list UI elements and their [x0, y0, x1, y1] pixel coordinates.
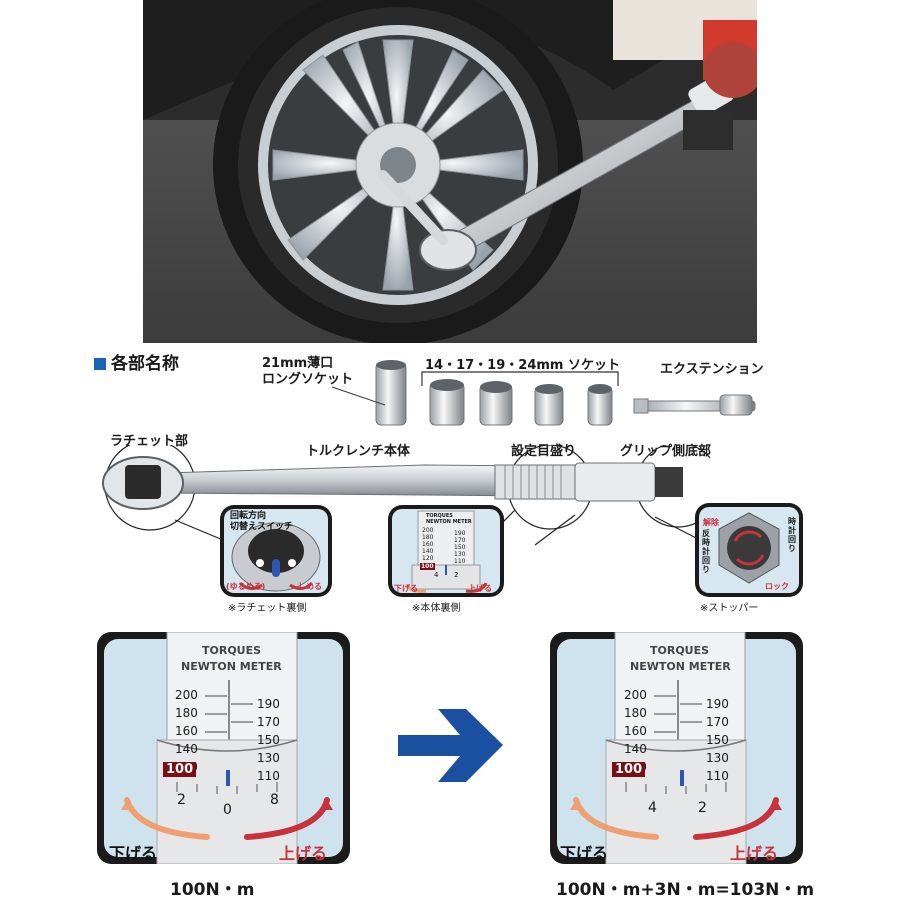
body-back-art	[392, 509, 500, 593]
label-sockets: 14・17・19・24mm ソケット	[425, 358, 620, 373]
label-body: トルクレンチ本体	[306, 444, 411, 459]
label-grip-bottom: グリップ側底部	[620, 444, 712, 459]
right-ticks-2: 190 170 150 130 110	[706, 697, 729, 783]
sockets-illustration	[375, 360, 756, 426]
body-back-brand: TORQUES NEWTON METER	[426, 513, 472, 525]
scale-art-2	[557, 632, 796, 864]
right-ticks-1: 190 170 150 130 110	[257, 697, 280, 783]
brand-1-line1: TORQUES	[202, 644, 262, 657]
down-label-2: 下げる	[560, 844, 609, 863]
dial-1-c: 8	[270, 792, 279, 808]
left-ticks-2: 200 180 160 140 120	[624, 688, 647, 774]
body-back-left-ticks: 200 180 160 140 120	[422, 527, 434, 562]
example-panel-1: TORQUES NEWTON METER 200 180 160 140 120…	[97, 632, 350, 864]
dial-2-a: 4	[648, 800, 657, 816]
stopper-lock: ロック	[765, 582, 789, 591]
body-back-right-ticks: 190 170 150 130 110	[454, 530, 466, 565]
switch-label: 回転方向 切替えスイッチ	[230, 511, 294, 532]
dial-2-b: 2	[698, 800, 707, 816]
body-back-set-value: 100	[420, 563, 435, 570]
ratchet-back-caption: ※ラチェット裏側	[228, 603, 307, 614]
section-title: 各部名称	[94, 349, 179, 374]
stopper-release: 解除	[703, 518, 719, 527]
down-label-1: 下げる	[109, 844, 158, 863]
up-label-2: 上げる	[730, 844, 779, 863]
label-extension: エクステンション	[660, 362, 764, 377]
label-21mm-socket: 21mm薄口 ロングソケット	[262, 356, 354, 387]
inset-ratchet-back: 回転方向 切替えスイッチ (ゆるめる) しめる	[220, 505, 332, 597]
sockets-bracket	[421, 371, 619, 386]
body-back-dial-1: 4	[434, 571, 439, 579]
stopper-caption: ※ストッパー	[700, 603, 759, 614]
dial-1-b: 0	[223, 802, 232, 818]
result-1: 100N・m	[170, 880, 255, 900]
body-back-caption: ※本体裏側	[412, 603, 461, 614]
stopper-cw: 時 計 回 り	[788, 517, 796, 553]
result-2: 100N・m+3N・m=103N・m	[556, 880, 815, 900]
square-bullet-icon	[94, 358, 106, 370]
ratchet-back-art	[224, 509, 328, 593]
pointer-line-socket21	[331, 386, 386, 406]
body-back-up: 上げる	[468, 584, 492, 593]
body-back-down: 下げる	[394, 584, 418, 593]
set-value-2: 100	[612, 762, 646, 777]
brand-2-line2: NEWTON METER	[630, 660, 731, 673]
inset-stopper: 解除 反 時 計 回 り 時 計 回 り ロック	[695, 503, 803, 597]
example-panel-2: TORQUES NEWTON METER 200 180 160 140 120…	[550, 632, 803, 864]
stopper-ccw: 反 時 計 回 り	[702, 529, 710, 574]
loosen-label: (ゆるめる)	[226, 582, 266, 591]
wheel-photo	[143, 0, 757, 343]
brand-2-line1: TORQUES	[650, 644, 710, 657]
up-label-1: 上げる	[279, 844, 328, 863]
stopper-art	[699, 507, 799, 593]
inset-body-back: TORQUES NEWTON METER 200 180 160 140 120…	[388, 505, 504, 597]
tighten-label: しめる	[298, 582, 322, 591]
scale-art-1	[104, 632, 343, 864]
brand-1-line2: NEWTON METER	[181, 660, 282, 673]
label-scale: 設定目盛り	[511, 444, 577, 459]
torque-wrench-illustration	[102, 445, 710, 546]
dial-1-a: 2	[177, 792, 186, 808]
arrow-right-icon	[398, 709, 503, 782]
body-back-dial-2: 2	[454, 571, 459, 579]
set-value-1: 100	[163, 762, 197, 777]
